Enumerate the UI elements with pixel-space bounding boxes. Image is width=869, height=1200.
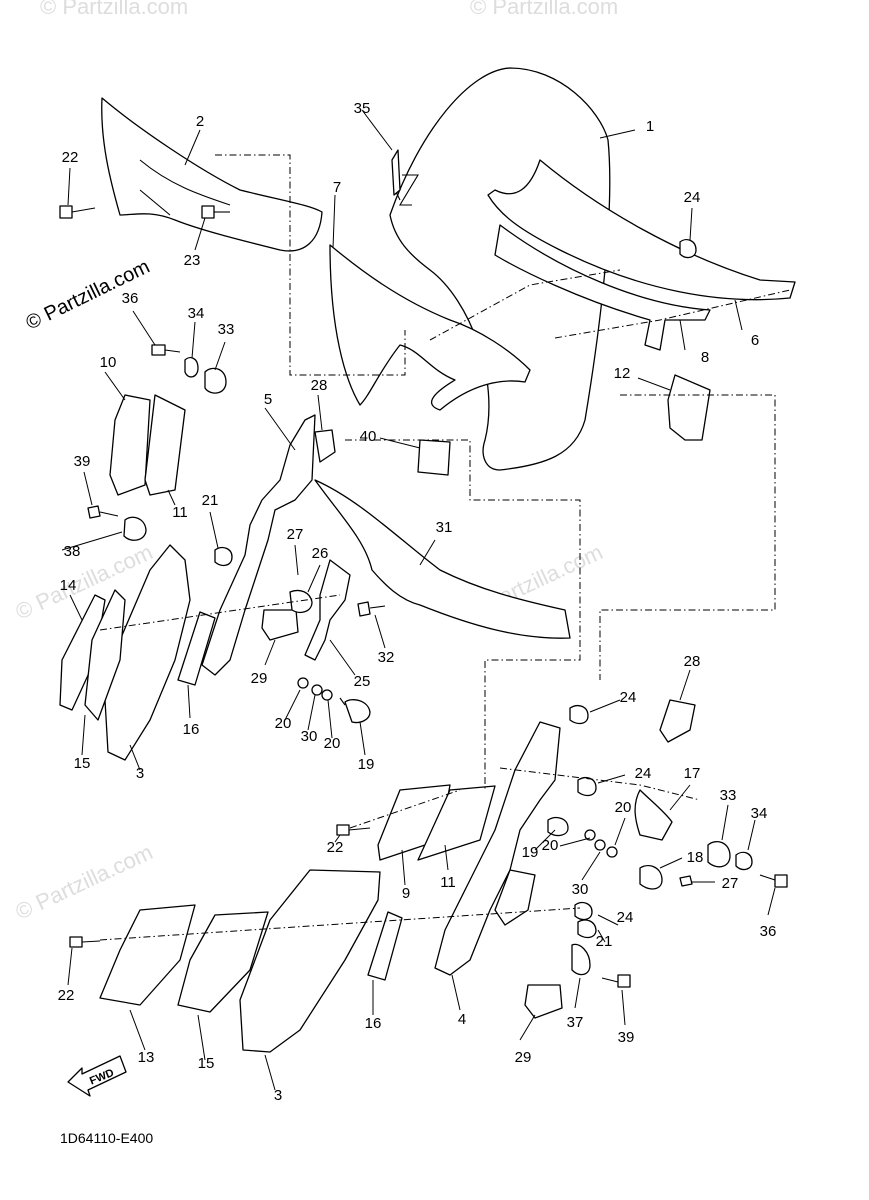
callout-24: 24: [684, 189, 701, 206]
shield-3: [104, 544, 191, 761]
pad-15: [177, 911, 269, 1013]
callout-28: 28: [311, 377, 328, 394]
callout-11: 11: [172, 504, 188, 521]
watermark: © Partzilla.com: [12, 839, 157, 924]
callout-25: 25: [354, 673, 371, 690]
callout-20: 20: [275, 715, 292, 732]
windscreen: [389, 67, 611, 471]
callout-3: 3: [274, 1087, 282, 1104]
callout-20: 20: [615, 799, 632, 816]
callout-31: 31: [436, 519, 453, 536]
callout-28: 28: [684, 653, 701, 670]
callout-15: 15: [74, 755, 91, 772]
callout-34: 34: [188, 305, 205, 322]
callout-39: 39: [618, 1029, 635, 1046]
callout-15: 15: [198, 1055, 215, 1072]
stay-4: [434, 721, 561, 976]
callout-21: 21: [596, 933, 613, 950]
callout-29: 29: [515, 1049, 532, 1066]
callout-2: 2: [196, 113, 204, 130]
callout-5: 5: [264, 391, 272, 408]
callout-26: 26: [312, 545, 329, 562]
shield-3-lower: [239, 869, 381, 1053]
callout-13: 13: [138, 1049, 155, 1066]
watermark: © Partzilla.com: [40, 0, 188, 19]
callout-22: 22: [58, 987, 75, 1004]
diagram-code: 1D64110-E400: [60, 1130, 153, 1146]
side-moulding: [487, 159, 796, 301]
callout-36: 36: [122, 290, 139, 307]
callout-39: 39: [74, 453, 91, 470]
callout-6: 6: [751, 332, 759, 349]
callout-37: 37: [567, 1014, 584, 1031]
leader-lines: [61, 109, 776, 1091]
callout-10: 10: [100, 354, 117, 371]
callout-24: 24: [620, 689, 637, 706]
callout-29: 29: [251, 670, 268, 687]
callout-14: 14: [60, 577, 77, 594]
callout-24: 24: [617, 909, 634, 926]
bracket-strip: [494, 224, 711, 351]
callout-30: 30: [301, 728, 318, 745]
fasteners-upper: [59, 205, 697, 724]
callout-12: 12: [614, 365, 631, 382]
callout-16: 16: [183, 721, 200, 738]
callout-22: 22: [62, 149, 79, 166]
callout-19: 19: [358, 756, 375, 773]
callout-22: 22: [327, 839, 344, 856]
callout-23: 23: [184, 252, 201, 269]
pad-11: [144, 394, 186, 496]
watermark: © Partzilla.com: [470, 0, 618, 19]
callout-21: 21: [202, 492, 219, 509]
callout-24: 24: [635, 765, 652, 782]
left-cover: [101, 97, 323, 252]
callout-33: 33: [218, 321, 235, 338]
fwd-arrow-icon: FWD: [67, 1055, 127, 1097]
callout-35: 35: [354, 100, 371, 117]
callout-3: 3: [136, 765, 144, 782]
callout-labels: 1233456789101111121314151516161718191920…: [58, 100, 777, 1104]
callout-18: 18: [687, 849, 704, 866]
callout-8: 8: [701, 349, 709, 366]
callout-4: 4: [458, 1011, 466, 1028]
callout-27: 27: [722, 875, 739, 892]
pad-11-lower: [417, 785, 496, 861]
stay-5: [201, 414, 316, 676]
callout-27: 27: [287, 526, 304, 543]
callout-17: 17: [684, 765, 701, 782]
mount-plate: [667, 374, 711, 441]
callout-19: 19: [522, 844, 539, 861]
callout-34: 34: [751, 805, 768, 822]
pad-13: [99, 904, 196, 1006]
callout-32: 32: [378, 649, 395, 666]
callout-40: 40: [360, 428, 377, 445]
under-cover-31: [314, 479, 571, 639]
callout-33: 33: [720, 787, 737, 804]
inner-panel: [329, 244, 531, 411]
callout-16: 16: [365, 1015, 382, 1032]
callout-11: 11: [440, 874, 456, 891]
callout-9: 9: [402, 885, 410, 902]
callout-36: 36: [760, 923, 777, 940]
callout-20: 20: [542, 837, 559, 854]
callout-7: 7: [333, 179, 341, 196]
fasteners-lower: [69, 705, 788, 988]
pad-10: [109, 394, 151, 496]
callout-38: 38: [64, 543, 81, 560]
callout-30: 30: [572, 881, 589, 898]
callout-20: 20: [324, 735, 341, 752]
callout-1: 1: [646, 118, 654, 135]
